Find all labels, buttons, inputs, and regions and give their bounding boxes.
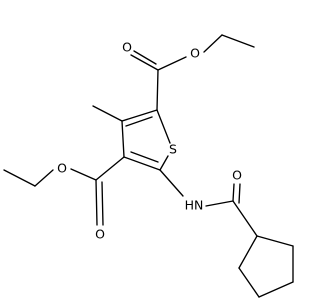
bond-c4-c5-double <box>130 151 159 163</box>
ester-carbonyl-oxygen-label: O <box>122 40 132 55</box>
bond-c4-c5 <box>123 156 161 171</box>
amide-nh-label: HN <box>185 198 204 213</box>
ester-ether-oxygen-label: O <box>190 46 200 61</box>
bond-lower-c-oether <box>70 168 97 181</box>
bond-upper-oether-ch2 <box>203 34 223 53</box>
bond-cp-1 <box>256 235 294 247</box>
bond-c2-c3-double <box>125 116 153 127</box>
bond-upper-ch2-ch3 <box>221 34 255 48</box>
bond-s-c2 <box>156 109 171 144</box>
molecule-diagram: S O O O O HN O <box>3 34 294 298</box>
bond-c3-methyl <box>92 105 123 122</box>
sulfur-label: S <box>169 142 177 157</box>
bond-c4-carbonyl <box>95 156 125 181</box>
bond-cp-3 <box>258 281 294 298</box>
bond-c5-nh <box>159 169 184 197</box>
bond-c2-carbonyl <box>156 69 159 111</box>
bond-c3-c4 <box>121 120 125 158</box>
bond-lower-co-1 <box>95 179 98 226</box>
bond-c5-s <box>159 155 169 171</box>
bond-c2-c3 <box>121 109 158 122</box>
bond-nh-carbonyl <box>205 200 234 207</box>
bond-upper-c-oether <box>157 56 187 71</box>
bond-cp-5 <box>238 235 258 269</box>
bond-amide-co-2 <box>238 183 241 204</box>
bond-lines <box>3 34 294 298</box>
side-ester-ether-oxygen-label: O <box>57 161 67 176</box>
bond-lower-oether-ch2 <box>34 169 54 187</box>
bond-upper-co-2 <box>133 50 157 65</box>
bond-carbonyl-cyclopentyl <box>232 200 258 237</box>
atom-labels: S O O O O HN O <box>57 40 242 242</box>
bond-lower-co-2 <box>101 181 104 226</box>
bond-upper-co-1 <box>130 54 159 71</box>
bond-amide-co-1 <box>232 183 235 202</box>
bond-lower-ch2-ch3 <box>3 169 36 187</box>
side-ester-carbonyl-oxygen-label: O <box>95 227 105 242</box>
amide-carbonyl-oxygen-label: O <box>232 168 242 183</box>
bond-cp-4 <box>238 267 260 298</box>
